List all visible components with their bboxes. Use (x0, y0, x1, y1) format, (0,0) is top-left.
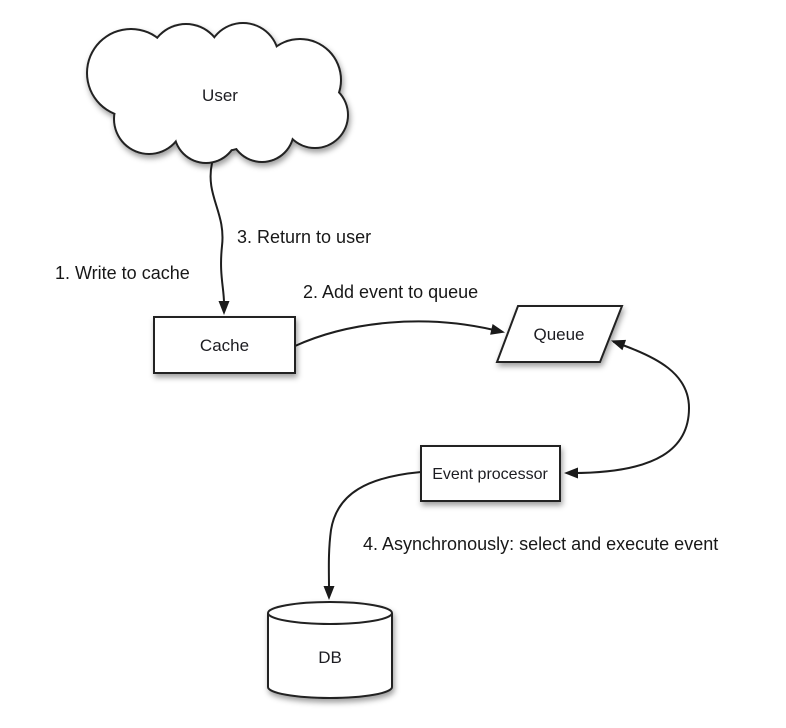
arrow-user-to-cache-head (218, 301, 230, 315)
cloud-fill (88, 24, 347, 162)
queue-parallelogram (495, 305, 624, 363)
step1-label: 1. Write to cache (55, 263, 190, 283)
arrow-cache-to-queue-line (294, 320, 495, 347)
db-label: DB (318, 648, 342, 667)
user-cloud-node: User (86, 22, 349, 164)
queue-label: Queue (533, 325, 584, 344)
arrow-eventprocessor-to-db (323, 471, 422, 600)
queue-node: Queue (495, 305, 624, 363)
step4-label: 4. Asynchronously: select and execute ev… (363, 534, 718, 554)
event-processor-node: Event processor (420, 445, 561, 502)
db-cylinder-body (267, 613, 393, 699)
arrow-user-to-cache (209, 162, 230, 315)
arrow-user-to-cache-line (209, 162, 225, 304)
user-label: User (202, 86, 238, 105)
arrow-eventprocessor-to-db-line (327, 471, 422, 589)
cache-node: Cache (153, 316, 296, 374)
arrow-cache-to-queue (294, 320, 505, 347)
step3-label: 3. Return to user (237, 227, 371, 247)
db-node: DB (267, 601, 393, 699)
arrow-eventprocessor-to-db-head (323, 586, 335, 600)
db-cylinder-top (267, 601, 393, 625)
cache-label: Cache (200, 336, 249, 355)
arrow-queue-eventprocessor-line (571, 341, 691, 474)
event-processor-box (420, 445, 561, 502)
arrow-into-queue-head (611, 339, 627, 351)
event-processor-label: Event processor (432, 466, 548, 483)
arrow-queue-eventprocessor-bidirectional (564, 339, 691, 479)
arrow-into-eventprocessor-head (564, 467, 578, 479)
step2-label: 2. Add event to queue (303, 282, 478, 302)
cache-box (153, 316, 296, 374)
arrow-cache-to-queue-head (490, 323, 505, 335)
